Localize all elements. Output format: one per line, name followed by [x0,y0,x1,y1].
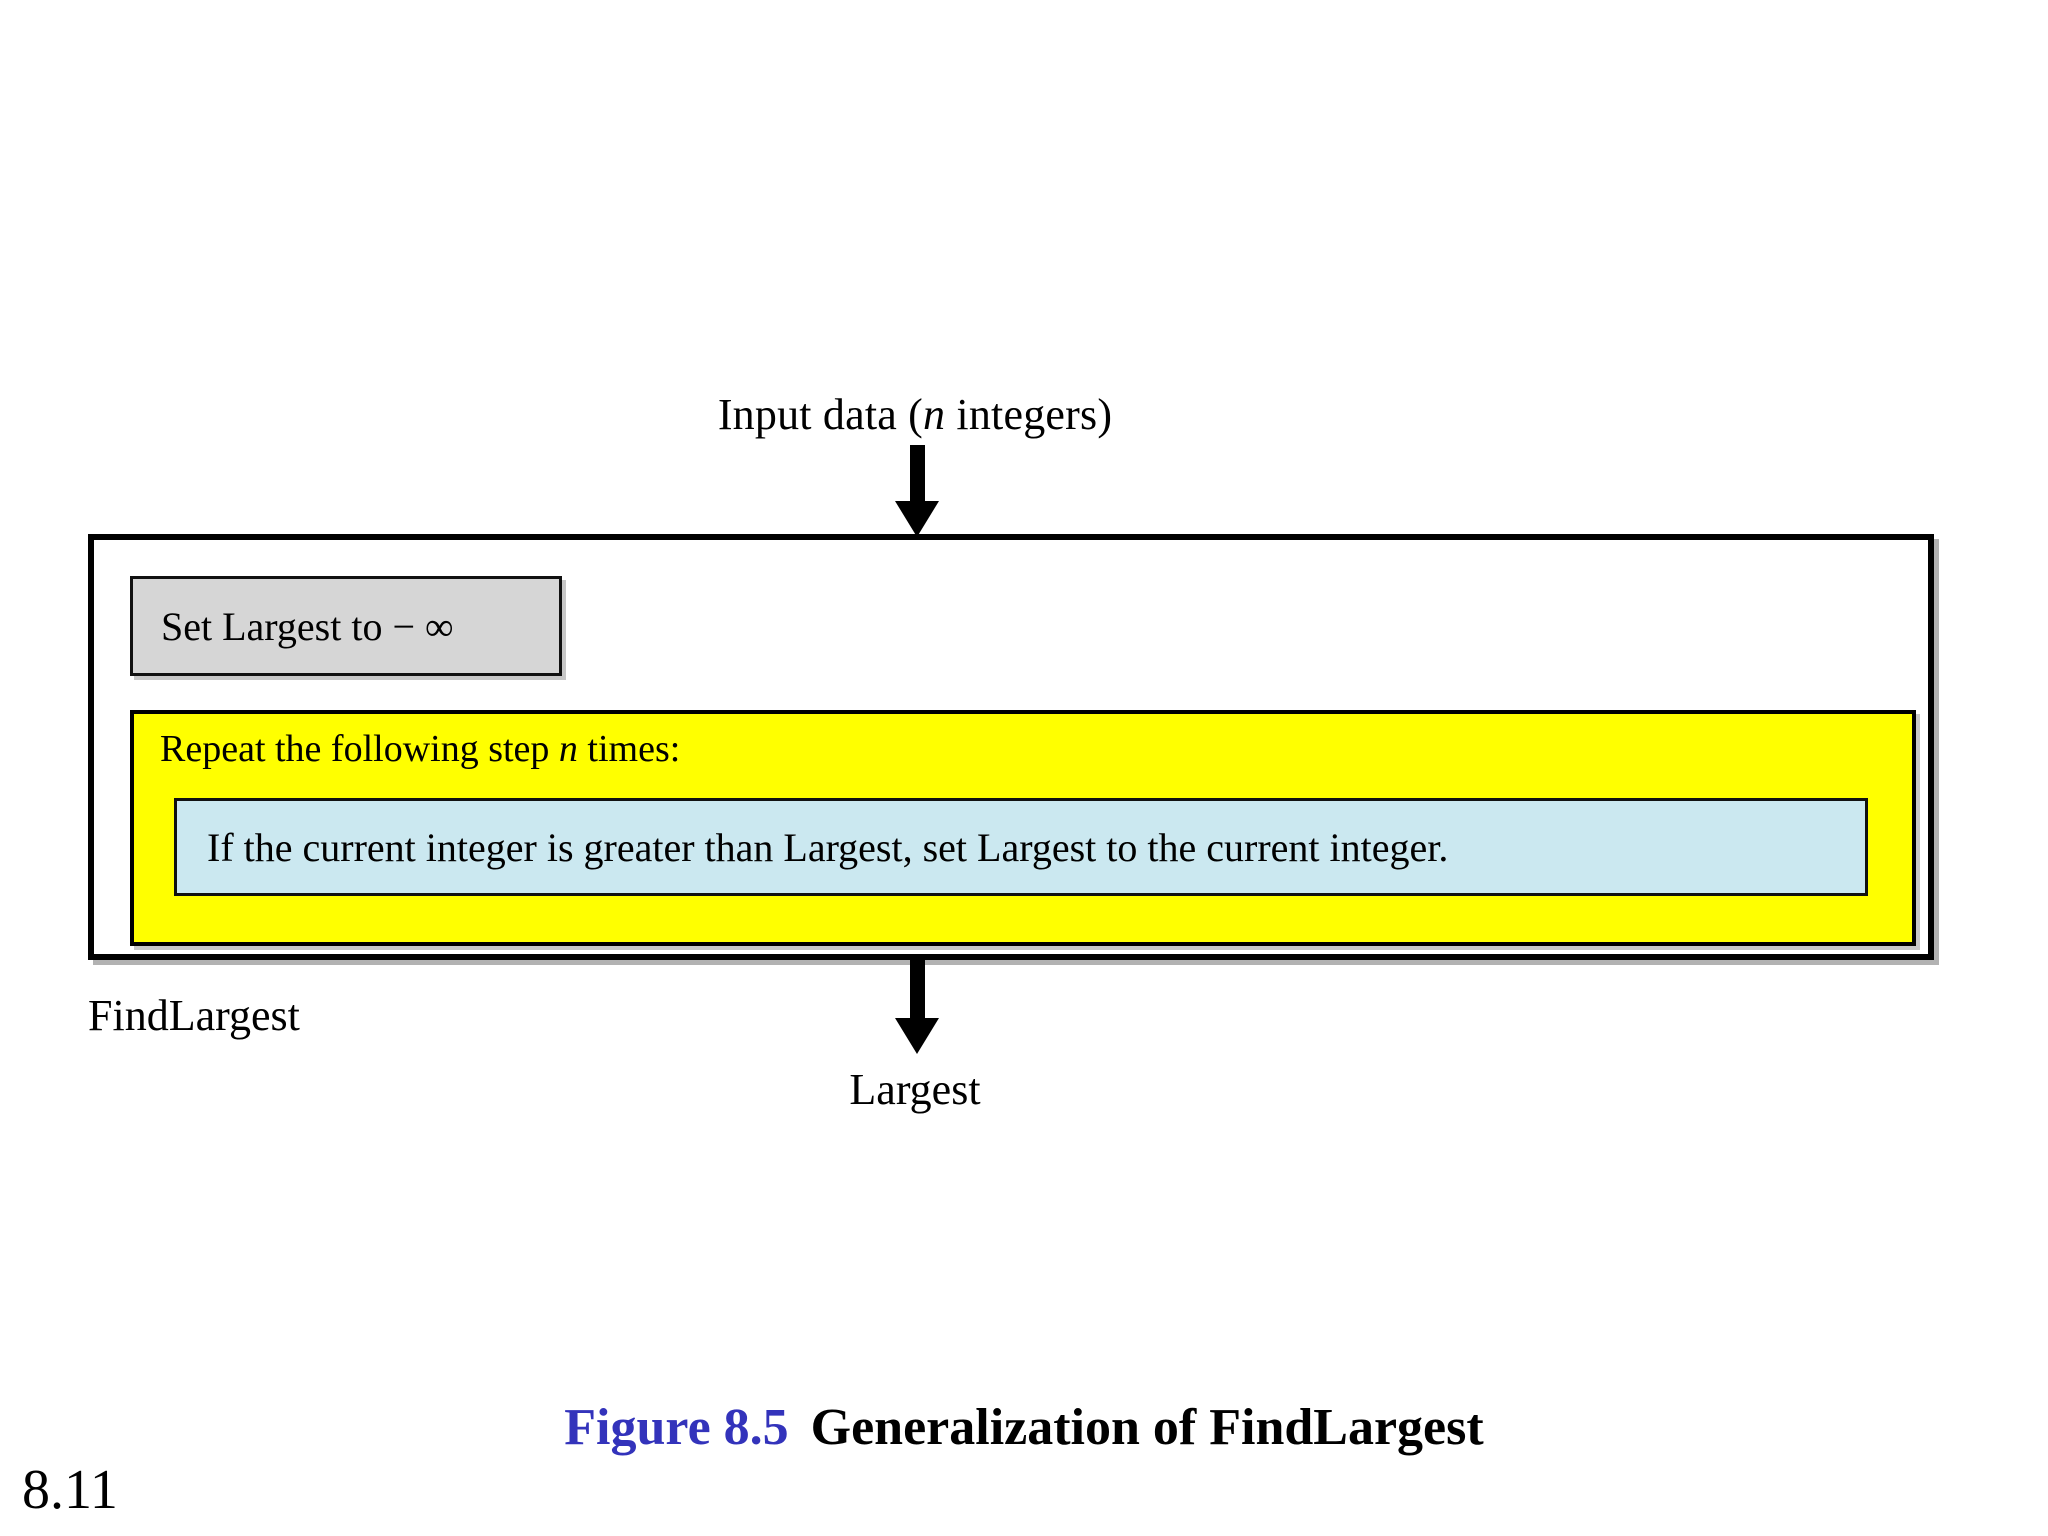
algorithm-box: Set Largest to − ∞ Repeat the following … [88,534,1934,960]
arrow-shaft [910,445,925,505]
slide-number: 8.11 [22,1459,118,1521]
figure-number: Figure 8.5 [564,1399,789,1456]
loop-header-suffix: times: [577,728,681,770]
arrow-head [895,1018,939,1054]
arrow-head [895,501,939,537]
input-data-label-variable: n [923,390,946,439]
arrow-shaft [910,960,925,1022]
output-label: Largest [849,1065,981,1114]
input-data-label-prefix: Input data ( [717,390,924,439]
loop-header-variable: n [558,728,578,770]
input-data-label-suffix: integers) [945,390,1113,439]
figure-title: Generalization of FindLargest [810,1399,1484,1456]
loop-body-box: If the current integer is greater than L… [174,798,1868,896]
input-arrow-down-icon [895,445,939,537]
loop-header-prefix: Repeat the following step [160,728,559,770]
init-statement-text: Set Largest to − ∞ [161,603,454,649]
init-statement-box: Set Largest to − ∞ [130,576,562,676]
figure-caption: Figure 8.5 Generalization of FindLargest [0,1398,2048,1457]
loop-body-text: If the current integer is greater than L… [207,824,1449,870]
loop-header-text: Repeat the following step n times: [154,728,1892,771]
algorithm-name-label: FindLargest [88,991,300,1040]
input-data-label: Input data (n integers) [0,390,1830,439]
loop-box: Repeat the following step n times: If th… [130,710,1916,946]
output-arrow-down-icon [895,960,939,1058]
